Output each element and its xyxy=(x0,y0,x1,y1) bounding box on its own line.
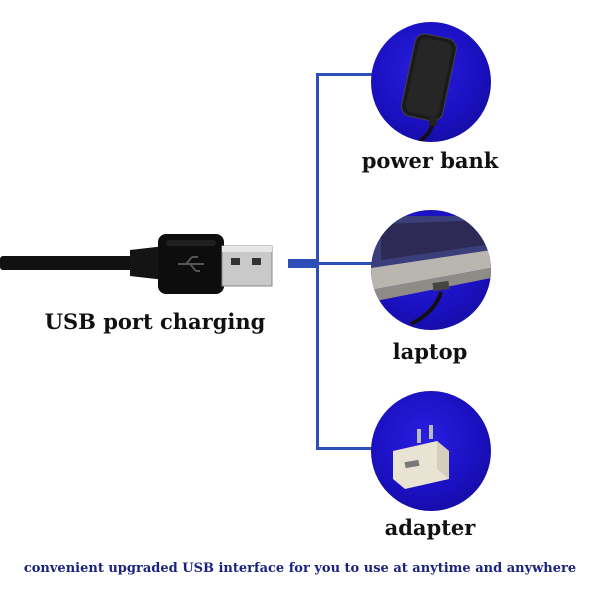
usb-cable-icon xyxy=(0,234,273,294)
bracket-top-arm xyxy=(316,73,376,76)
bracket-bottom-arm xyxy=(316,447,376,450)
usb-cable-image xyxy=(0,220,290,310)
laptop-image xyxy=(371,210,491,330)
laptop-icon xyxy=(371,216,491,326)
laptop-label: laptop xyxy=(392,339,468,364)
bracket-middle-arm xyxy=(316,262,376,265)
adapter-label: adapter xyxy=(384,515,476,540)
bracket-vertical xyxy=(316,73,319,450)
usb-port-caption: USB port charging xyxy=(44,309,266,334)
power-bank-label: power bank xyxy=(361,148,499,173)
footer-tagline: convenient upgraded USB interface for yo… xyxy=(23,561,577,576)
adapter-image xyxy=(371,391,491,511)
power-bank-icon xyxy=(400,33,457,142)
connector-stub xyxy=(288,259,316,268)
power-bank-image xyxy=(371,22,491,142)
adapter-icon xyxy=(393,425,449,489)
